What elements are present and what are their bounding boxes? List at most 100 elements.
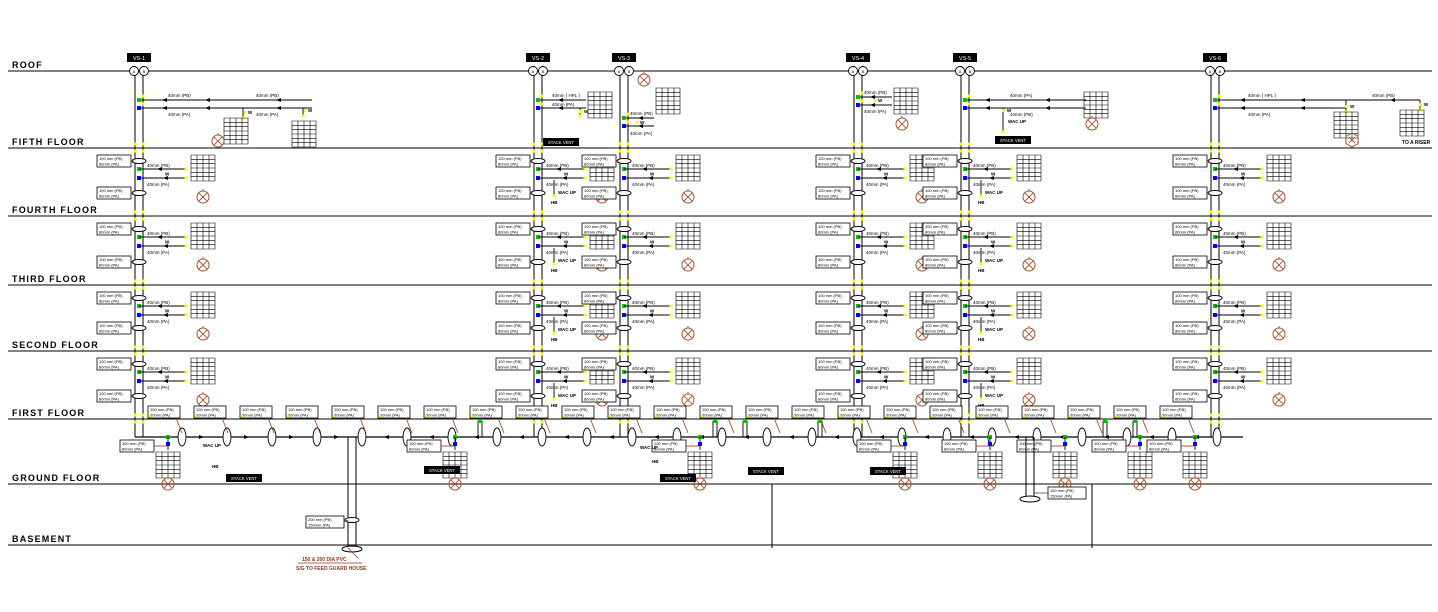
floor-label-second-floor: SECOND FLOOR — [12, 340, 99, 350]
flow-arrow — [205, 106, 210, 110]
flow-arrow — [983, 167, 988, 171]
riser-tag-box — [1203, 53, 1227, 62]
union-joint — [957, 393, 973, 399]
riser-id-circle — [1215, 66, 1225, 76]
grip-node — [133, 149, 137, 153]
fixture-table — [587, 91, 613, 119]
pipe-size-text: 80mm (PA) — [818, 365, 839, 370]
pipe-size-text: 80mm (PA) — [818, 299, 839, 304]
fixture-table — [675, 291, 701, 319]
branch-size-label: 40mm (PB) — [1223, 300, 1246, 305]
flow-arrow — [556, 235, 561, 239]
grip-node — [1001, 130, 1005, 134]
union-joint — [530, 259, 546, 265]
pipe-size-text: 80mm (PA) — [584, 329, 605, 334]
union-joint — [530, 190, 546, 196]
pipe-size-text: 100 mm (PB) — [925, 257, 949, 262]
union-joint — [530, 361, 546, 367]
riser-id-letter: B — [628, 69, 631, 74]
fixture-table — [909, 357, 935, 385]
cleanout-icon — [450, 479, 460, 489]
roof-size-label: 40mm (PB) — [1372, 93, 1395, 98]
riser-id-letter: B — [143, 69, 146, 74]
fixture-table — [1127, 451, 1153, 479]
wac-up-label: WAC UP — [985, 258, 1003, 263]
union-joint — [957, 158, 973, 164]
flow-arrow — [1239, 379, 1244, 383]
grip-node — [838, 414, 842, 418]
grip-node — [583, 304, 587, 308]
grip-node — [1260, 379, 1264, 383]
grip-node — [967, 352, 971, 356]
pipe-size-text: 100 mm (PB) — [1175, 257, 1199, 262]
union-joint — [850, 325, 866, 331]
grip-node — [583, 167, 587, 171]
union-joint — [1207, 226, 1223, 232]
joint-ellipse — [1212, 427, 1222, 447]
pipe-size-text: 100 mm (PB) — [99, 188, 123, 193]
roof-size-label: 40mm (PB) — [168, 93, 191, 98]
grip-node — [137, 176, 141, 180]
grip-node — [860, 345, 864, 349]
pipe-size-text: 100 mm (PB) — [498, 323, 522, 328]
pipe-size-text: 80mm (PA) — [925, 230, 946, 235]
cleanout-icon — [1024, 260, 1034, 270]
grip-node — [626, 286, 630, 290]
fixture-table — [1083, 91, 1109, 119]
pipe-size-text: 80mm (PA) — [1175, 263, 1196, 268]
roof-size-label: 40mm (PA) — [552, 102, 575, 107]
pipe-size-text: 100 mm (PB) — [409, 441, 433, 446]
pipe-size-text: 80mm (PA) — [656, 413, 677, 418]
grip-node — [532, 352, 536, 356]
flow-arrow — [1239, 176, 1244, 180]
grip-node — [1209, 149, 1213, 153]
grip-node — [959, 279, 963, 283]
pipe-size-text: 80mm (PA) — [498, 365, 519, 370]
grip-node — [552, 397, 556, 401]
riser-id-circle — [528, 66, 538, 76]
grip-node — [903, 304, 907, 308]
union-joint — [616, 361, 632, 367]
pipe-size-text: 80mm (PA) — [925, 299, 946, 304]
pipe-size-text: 80mm (PA) — [472, 413, 493, 418]
pipe-size-text: 100 mm (PB) — [584, 156, 608, 161]
flow-arrow — [1233, 167, 1238, 171]
flow-arrow — [163, 379, 168, 383]
w-marker: W — [884, 309, 889, 314]
grip-node — [852, 149, 856, 153]
main-run-label-box — [1021, 405, 1055, 419]
flow-arrow — [1240, 106, 1245, 110]
pipe-size-text: 80mm (PA) — [654, 447, 675, 452]
main-run-label-box — [1113, 405, 1147, 419]
grip-node — [1217, 345, 1221, 349]
pipe-size-text: 100 mm (PB) — [584, 224, 608, 229]
grip-node — [967, 94, 971, 98]
flow-arrow — [157, 370, 162, 374]
union-joint — [616, 393, 632, 399]
pipe-size-text: 80mm (PA) — [794, 413, 815, 418]
grip-node — [583, 313, 587, 317]
branch-size-label: 40mm (PA) — [1223, 250, 1246, 255]
pipe-size-text: 80mm (PA) — [99, 299, 120, 304]
floor-label-fifth-floor: FIFTH FLOOR — [12, 137, 85, 147]
union-joint — [1207, 259, 1223, 265]
main-run-label-box — [1159, 405, 1193, 419]
pipe-size-text: 100 mm (PB) — [242, 407, 266, 412]
grip-node — [626, 352, 630, 356]
grip-node — [1260, 304, 1264, 308]
grip-node — [963, 106, 967, 110]
flow-arrow — [882, 313, 887, 317]
fixture-table — [1016, 154, 1042, 182]
pipe-size-text: 100 mm (PB) — [925, 293, 949, 298]
grip-node — [860, 286, 864, 290]
pipe-size-text: 80mm (PA) — [426, 413, 447, 418]
grip-node — [626, 420, 630, 424]
grip-node — [133, 210, 137, 214]
hb-label: HB — [978, 403, 985, 408]
grip-node — [635, 121, 639, 124]
grip-node — [979, 194, 983, 198]
grip-node — [959, 420, 963, 424]
leader-line — [347, 547, 359, 559]
grip-node — [618, 352, 622, 356]
grip-node — [1133, 419, 1137, 423]
